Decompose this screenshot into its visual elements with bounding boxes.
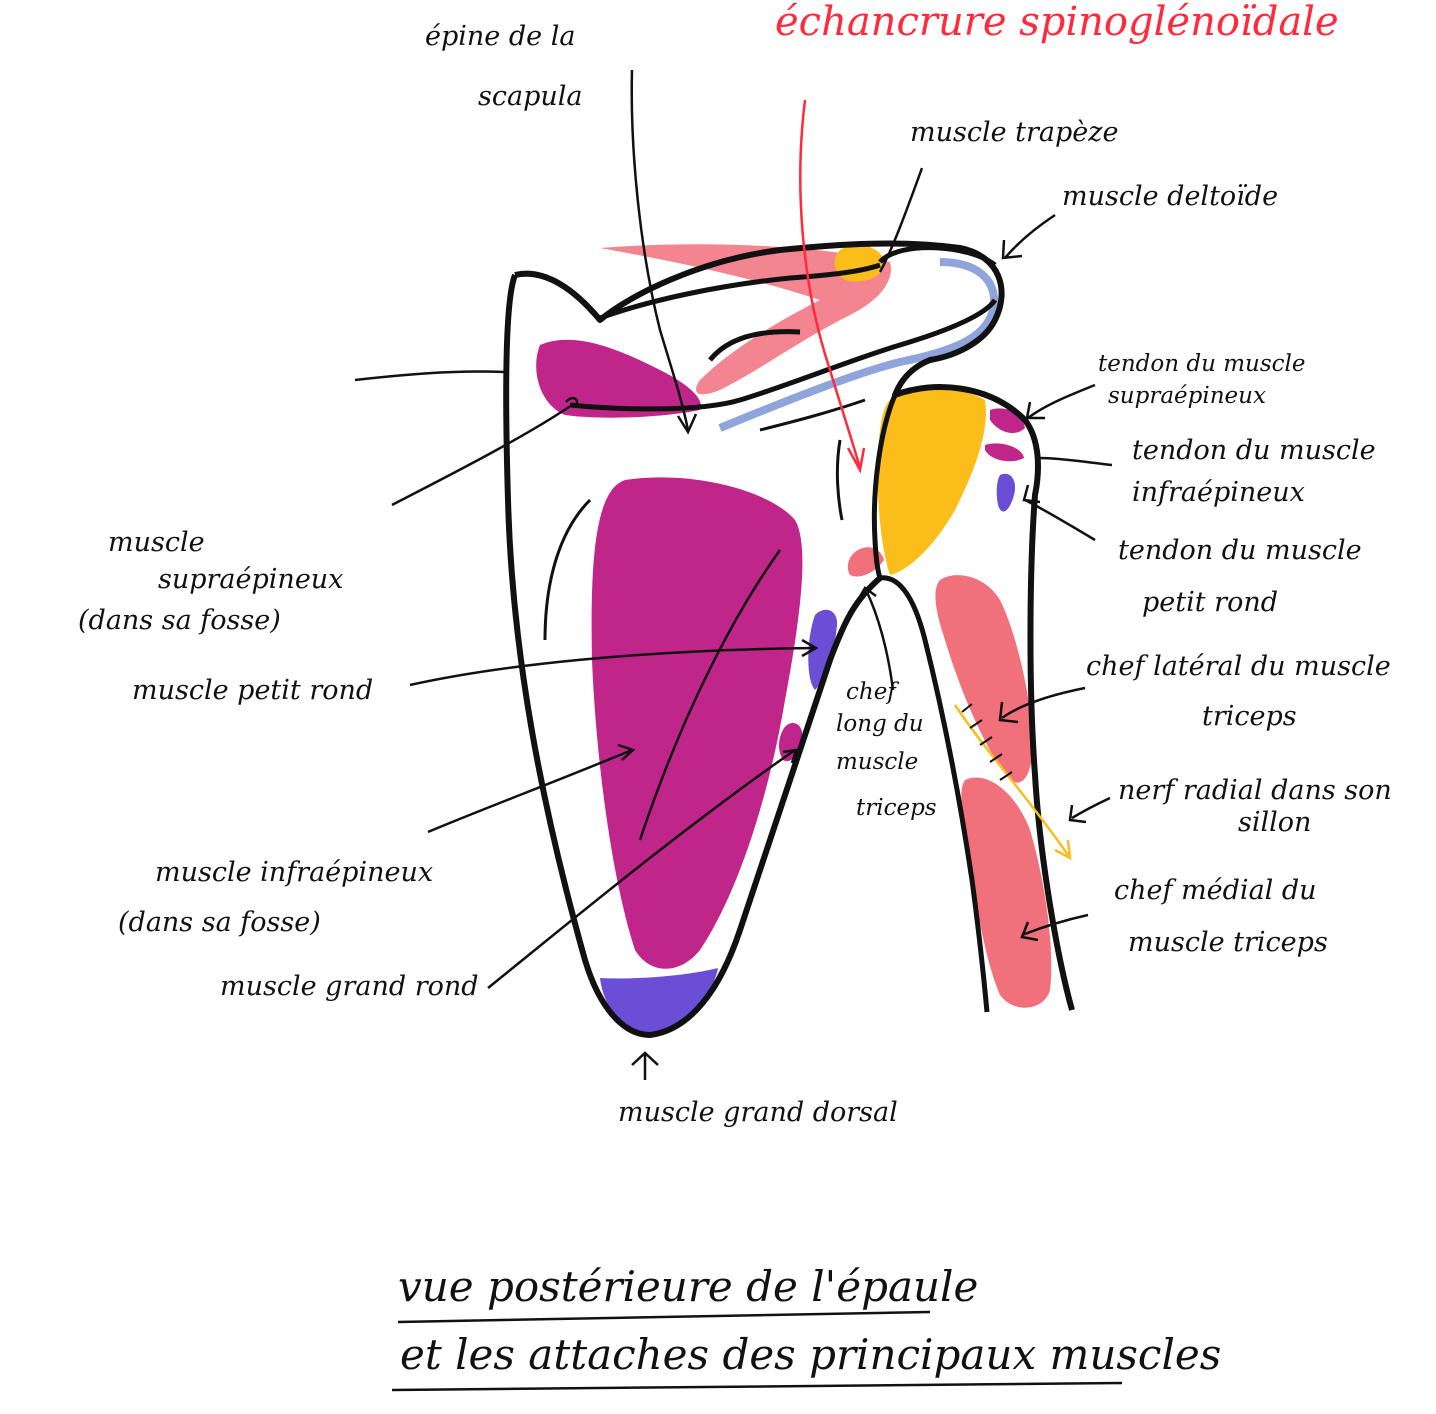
arrowheads bbox=[565, 239, 1087, 1066]
infra-line bbox=[638, 549, 782, 841]
leader-echancrure bbox=[799, 99, 862, 469]
label-infra-2: (dans sa fosse) bbox=[118, 907, 321, 938]
humerus-inner-edge bbox=[879, 575, 990, 1013]
label-chef-lateral-2: triceps bbox=[1202, 701, 1297, 732]
label-chef-long-2: long du bbox=[836, 711, 924, 737]
label-chef-medial-1: chef médial du bbox=[1114, 875, 1317, 906]
leader-deltoide bbox=[1004, 213, 1056, 259]
label-petit-rond: muscle petit rond bbox=[132, 675, 374, 706]
lateral-head-triceps-area bbox=[935, 575, 1033, 783]
leader-chef-medial bbox=[1021, 913, 1089, 937]
label-chef-long-3: muscle bbox=[836, 749, 919, 775]
leader-chef-lateral bbox=[1001, 686, 1086, 720]
arrowhead-chef-lateral bbox=[998, 701, 1019, 724]
label-tendon-infra-1: tendon du muscle bbox=[1132, 435, 1376, 466]
label-tendon-supra-1: tendon du muscle bbox=[1098, 351, 1306, 377]
spine-of-scapula bbox=[569, 298, 998, 412]
label-tendon-infra-2: infraépineux bbox=[1132, 477, 1305, 508]
leader-tendon-supra bbox=[1027, 383, 1096, 419]
leader-nerf bbox=[1071, 796, 1111, 820]
label-deltoide: muscle deltoïde bbox=[1062, 181, 1279, 212]
label-chef-long-1: chef bbox=[846, 679, 896, 705]
teres-minor-area bbox=[808, 609, 838, 690]
radial-nerve-arrow bbox=[953, 704, 1070, 856]
title-line-2: et les attaches des principaux muscles bbox=[400, 1330, 1222, 1379]
glenoid-outline bbox=[871, 394, 898, 579]
label-supra-3: (dans sa fosse) bbox=[78, 605, 281, 636]
tendon-petit-rond-area bbox=[996, 473, 1016, 512]
label-tendon-supra-2: supraépineux bbox=[1108, 383, 1266, 409]
supra-hook bbox=[565, 396, 579, 408]
title-underline-2 bbox=[391, 1381, 1123, 1392]
radial-nerve-arrowhead bbox=[1054, 839, 1072, 861]
label-chef-long-4: triceps bbox=[856, 795, 937, 821]
scapula-outline bbox=[514, 240, 1075, 1011]
latissimus-area bbox=[600, 968, 718, 1033]
leader-trapeze bbox=[878, 167, 924, 273]
label-nerf-2: sillon bbox=[1238, 807, 1312, 838]
label-infra-1: muscle infraépineux bbox=[155, 857, 434, 888]
arrowhead-chef-medial bbox=[1020, 921, 1039, 942]
leader-grand-rond bbox=[487, 748, 796, 989]
arrowhead-infra bbox=[617, 743, 636, 761]
arrowhead-grand-rond bbox=[782, 748, 798, 764]
leader-supra-2 bbox=[354, 370, 506, 382]
acromion-outline bbox=[878, 245, 997, 268]
scapula-body-outline bbox=[503, 273, 882, 1039]
leader-supra bbox=[391, 403, 573, 507]
scapula-lateral-border bbox=[543, 498, 592, 641]
infraspinatus-fossa-area bbox=[591, 477, 803, 969]
scapula-axillary-line bbox=[835, 439, 844, 521]
arrowhead-chef-long bbox=[856, 586, 877, 601]
leader-tendon-petit bbox=[1024, 498, 1096, 542]
tendon-infra-area bbox=[985, 443, 1024, 462]
arrowhead-deltoide bbox=[1001, 239, 1023, 260]
trapezius-attachment bbox=[600, 244, 891, 395]
supraspinatus-fossa-area bbox=[536, 339, 701, 418]
leader-echancrure-head bbox=[846, 447, 866, 474]
title-line-1: vue postérieure de l'épaule bbox=[398, 1262, 979, 1311]
medial-head-triceps-area bbox=[961, 777, 1052, 1008]
label-echancrure: échancrure spinoglénoïdale bbox=[775, 0, 1339, 45]
spine-inner-contour bbox=[708, 329, 801, 362]
label-grand-rond: muscle grand rond bbox=[220, 971, 479, 1002]
arrowhead-tendon-supra bbox=[1025, 401, 1045, 420]
label-grand-dorsal: muscle grand dorsal bbox=[618, 1097, 898, 1128]
leader-petit-rond bbox=[409, 646, 816, 687]
scapula-inner-ridge bbox=[759, 398, 866, 432]
arrowhead-nerf bbox=[1068, 804, 1087, 824]
label-chef-lateral-1: chef latéral du muscle bbox=[1086, 651, 1391, 682]
label-chef-medial-2: muscle triceps bbox=[1128, 927, 1328, 958]
leader-chef-long bbox=[864, 589, 895, 691]
arrowhead-petit-rond bbox=[801, 638, 819, 658]
leader-tendon-infra bbox=[1039, 456, 1113, 467]
label-tendon-petit-1: tendon du muscle bbox=[1118, 535, 1362, 566]
label-trapeze: muscle trapèze bbox=[910, 117, 1119, 148]
leader-lines bbox=[354, 69, 1113, 1080]
label-supra-2: supraépineux bbox=[158, 564, 344, 595]
label-tendon-petit-2: petit rond bbox=[1142, 587, 1279, 618]
radial-nerve-hatches bbox=[961, 703, 1013, 781]
label-epine-2: scapula bbox=[478, 81, 583, 112]
label-epine-1: épine de la bbox=[425, 21, 576, 52]
arrowhead-tendon-petit bbox=[1022, 484, 1041, 504]
arrowhead-grand-dorsal bbox=[631, 1051, 659, 1066]
leader-epine bbox=[630, 69, 690, 431]
title-underline-1 bbox=[397, 1310, 931, 1324]
deltoid-attachment bbox=[718, 258, 999, 432]
label-nerf-1: nerf radial dans son bbox=[1118, 775, 1392, 806]
glenoid-cavity bbox=[877, 388, 986, 575]
label-supra-1: muscle bbox=[108, 527, 205, 558]
leader-infra bbox=[427, 748, 633, 834]
arrowhead-epine bbox=[676, 413, 698, 435]
spine-upper-edge bbox=[599, 262, 881, 321]
